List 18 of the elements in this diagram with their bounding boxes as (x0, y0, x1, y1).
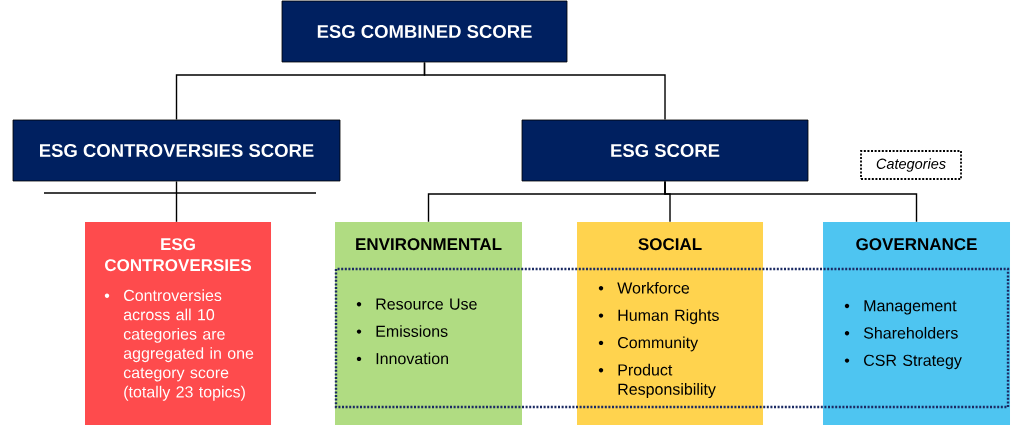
tag-box: Categories (860, 150, 962, 180)
score-box: ESG COMBINED SCORE (281, 0, 568, 63)
list-item: CSR Strategy (864, 354, 962, 370)
connector-line (175, 180, 178, 223)
score-box: ESG CONTROVERSIES SCORE (12, 119, 341, 182)
list-item: Human Rights (618, 309, 719, 325)
score-box: ESG SCORE (521, 119, 809, 182)
connector-line (423, 61, 666, 121)
list-item: Workforce (617, 281, 690, 294)
list-item: Community (618, 336, 699, 352)
list-item: Emissions (376, 325, 448, 337)
list-item: Product Responsibility (618, 363, 716, 399)
list-item: Controversies across all 10 categories are aggregated in one category score (totally 23 topics) (123, 289, 254, 401)
connector-line (664, 180, 918, 223)
list-item: Shareholders (863, 326, 958, 339)
list-item: Innovation (376, 352, 448, 365)
list-item: Resource Use (376, 298, 477, 310)
list-item: Management (864, 300, 957, 315)
